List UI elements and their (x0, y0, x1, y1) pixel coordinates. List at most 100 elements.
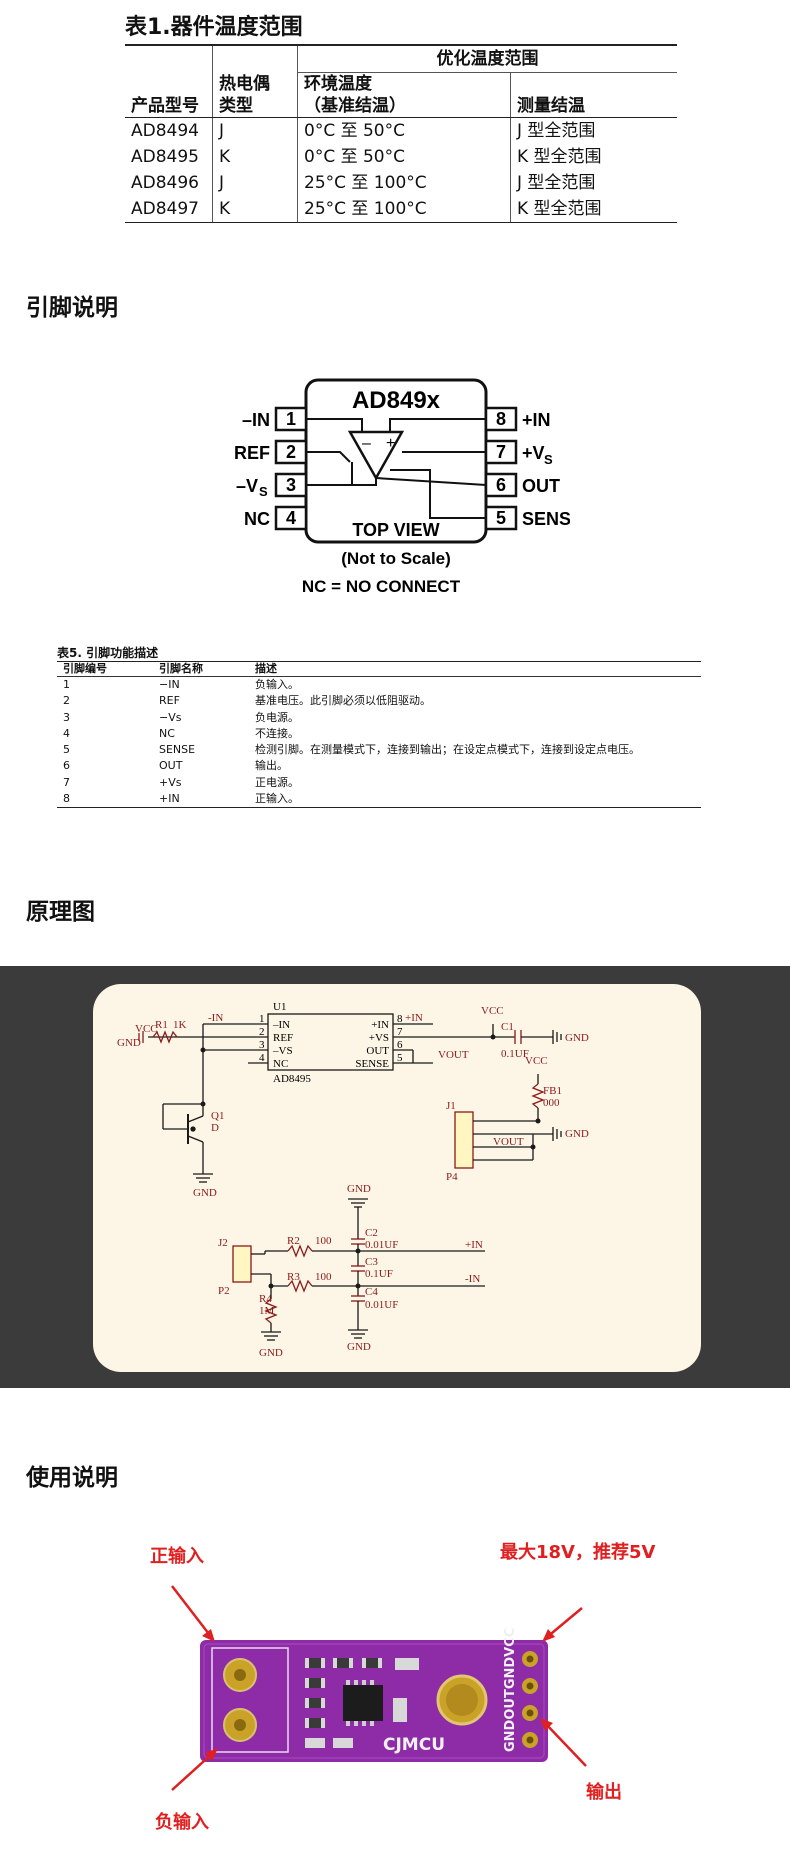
pin-num-8: 8 (496, 409, 506, 429)
svg-text:100: 100 (315, 1235, 332, 1247)
net-plus-in: +IN (405, 1012, 423, 1024)
pin-name-7: +V (522, 443, 545, 463)
svg-text:J1: J1 (446, 1100, 456, 1112)
net-vout: VOUT (438, 1049, 469, 1061)
svg-text:0.1UF: 0.1UF (365, 1268, 393, 1280)
svg-text:R3: R3 (287, 1271, 300, 1283)
pin-num-4: 4 (286, 508, 296, 528)
svg-text:D: D (211, 1122, 219, 1134)
net-plus-in-bottom: +IN (465, 1239, 483, 1251)
section-title-usage: 使用说明 (26, 1465, 118, 1491)
table5-caption: 表5. 引脚功能描述 (57, 646, 159, 660)
svg-text:1: 1 (259, 1013, 265, 1025)
opamp-symbol (347, 430, 405, 481)
u1-ref: U1 (273, 1001, 286, 1013)
svg-text:+: + (386, 435, 395, 452)
pinout-diagram: AD849x 1 –IN 2 REF 3 –V S 4 NC 8 +IN 7 +… (234, 378, 570, 596)
not-to-scale-label: (Not to Scale) (341, 549, 451, 568)
svg-text:100: 100 (315, 1271, 332, 1283)
gnd-j1: GND (565, 1128, 589, 1140)
pin-num-2: 2 (286, 442, 296, 462)
svg-text:NC: NC (273, 1058, 288, 1070)
svg-text:SENSE: SENSE (355, 1058, 389, 1070)
svg-text:6: 6 (397, 1039, 403, 1051)
gnd-c1: GND (565, 1032, 589, 1044)
svg-text:C3: C3 (365, 1256, 378, 1268)
net-minus-in-bottom: -IN (465, 1273, 480, 1285)
vcc-fb1: VCC (525, 1055, 548, 1067)
svg-text:J2: J2 (218, 1237, 228, 1249)
gnd-top: GND (347, 1183, 371, 1195)
svg-text:0.01UF: 0.01UF (365, 1299, 398, 1311)
pin-num-3: 3 (286, 475, 296, 495)
th-opt-range: 优化温度范围 (297, 45, 677, 73)
pin-name-4: NC (244, 509, 270, 529)
pin-name-3-sub: S (259, 484, 268, 499)
silk-brand: CJMCU (383, 1735, 445, 1755)
svg-text:0.01UF: 0.01UF (365, 1239, 398, 1251)
net-vout-j1: VOUT (493, 1136, 524, 1148)
temperature-range-table: 表1.器件温度范围 产品型号 热电偶类型 优化温度范围 环境温度（基准结温） 测… (125, 12, 677, 223)
pin-name-1: –IN (242, 410, 270, 430)
svg-text:7: 7 (397, 1026, 403, 1038)
pin-name-2: REF (234, 443, 270, 463)
table1-grid: 产品型号 热电偶类型 优化温度范围 环境温度（基准结温） 测量结温 AD8494… (125, 44, 677, 223)
th-ambient: 环境温度（基准结温） (297, 72, 511, 118)
svg-text:C4: C4 (365, 1286, 378, 1298)
gnd-bottom: GND (347, 1341, 371, 1353)
net-minus-in: -IN (208, 1012, 223, 1024)
pin-num-6: 6 (496, 475, 506, 495)
silk-pins: GNDOUTGNDVCC (503, 1628, 518, 1752)
svg-text:1K: 1K (173, 1019, 187, 1031)
gnd-left: GND (117, 1037, 141, 1049)
svg-text:2: 2 (259, 1026, 265, 1038)
gnd-r4: GND (259, 1347, 283, 1359)
vcc-left: VCC (135, 1023, 158, 1035)
svg-text:–VS: –VS (272, 1045, 293, 1057)
pin-num-7: 7 (496, 442, 506, 462)
svg-text:C2: C2 (365, 1227, 378, 1239)
svg-text:P4: P4 (446, 1171, 458, 1183)
svg-text:OUT: OUT (366, 1045, 389, 1057)
pin-num-5: 5 (496, 508, 506, 528)
pin-num-1: 1 (286, 409, 296, 429)
pin-name-3: –V (236, 476, 258, 496)
svg-text:–IN: –IN (272, 1019, 290, 1031)
svg-text:3: 3 (259, 1039, 265, 1051)
pin-name-6: OUT (522, 476, 560, 496)
board-photo: CJMCU GNDOUTGNDVCC 正输入 负输入 最大18V，推荐5V 输出 (150, 1541, 656, 1833)
svg-text:+VS: +VS (369, 1032, 389, 1044)
svg-text:5: 5 (397, 1052, 403, 1064)
vcc-c1: VCC (481, 1005, 504, 1017)
svg-text:1M: 1M (259, 1305, 275, 1317)
th-model: 产品型号 (125, 45, 213, 118)
label-positive-input: 正输入 (150, 1545, 204, 1567)
table1-caption: 表1.器件温度范围 (125, 15, 303, 40)
svg-text:FB1: FB1 (543, 1085, 562, 1097)
pin-name-5: SENSE (522, 509, 570, 529)
u1-part: AD8495 (273, 1073, 311, 1085)
pin-name-7-sub: S (544, 452, 553, 467)
label-negative-input: 负输入 (155, 1811, 209, 1833)
schematic-diagram: U1 AD8495 1 –IN 2 REF 3 –VS 4 NC 8 +IN 7… (117, 1001, 589, 1359)
svg-text:R2: R2 (287, 1235, 300, 1247)
svg-text:000: 000 (543, 1097, 560, 1109)
svg-text:4: 4 (259, 1052, 265, 1064)
pin-name-8: +IN (522, 410, 551, 430)
ic-chip (343, 1685, 383, 1721)
svg-text:R4: R4 (259, 1293, 272, 1305)
